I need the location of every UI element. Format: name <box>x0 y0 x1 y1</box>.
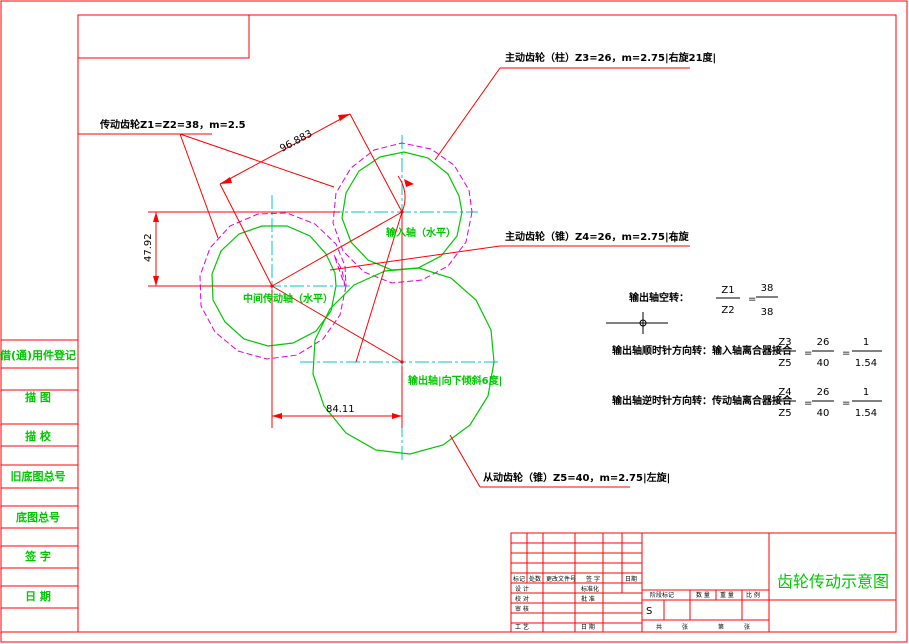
ratio-2-num2: 26 <box>817 337 830 348</box>
label-middle-shaft: 中间传动轴（水平） <box>243 292 333 305</box>
title-block: 标记 处数 更改文件号 签 字 日期 设 计 校 对 审 核 工 艺 标准化 批… <box>510 532 897 633</box>
ratio-3-den: Z5 <box>778 408 791 419</box>
ratio-3-den3: 1.54 <box>855 408 877 419</box>
side-label-1: 借(通)用件登记 <box>0 348 76 362</box>
tb-quantity: 数 量 <box>696 591 710 599</box>
side-label-2: 描 图 <box>25 390 51 404</box>
gear-input-z3 <box>341 151 463 271</box>
ratio-1-num2: 38 <box>761 283 774 294</box>
tb-row-label-sign: 签 字 <box>586 575 600 583</box>
tb-review: 审 核 <box>515 605 529 613</box>
annotation-gear-z4: 主动齿轮（锥）Z4=26，m=2.75|右旋 <box>505 230 690 243</box>
side-label-4: 旧底图总号 <box>11 469 66 483</box>
ratio-3-num3: 1 <box>863 387 869 398</box>
pitch-circle-middle <box>199 212 347 360</box>
ratio-idle-label: 输出轴空转： <box>629 291 689 304</box>
tb-approve: 批 准 <box>581 595 595 603</box>
ratio-1-den2: 38 <box>761 307 774 318</box>
ratio-1-den: Z2 <box>721 305 734 316</box>
tb-design: 设 计 <box>515 585 529 593</box>
symbol-marker <box>606 312 668 334</box>
tb-row-label-change: 更改文件号 <box>546 575 576 583</box>
side-label-7: 日 期 <box>25 589 51 603</box>
tb-sheet: 张 <box>682 623 688 631</box>
tb-scale: 比 例 <box>746 591 760 599</box>
dim-horizontal-offset: 84.11 <box>326 404 355 415</box>
label-input-shaft: 输入轴（水平） <box>386 226 456 239</box>
dim-center-distance: 96.883 <box>278 129 314 155</box>
ratio-2-num3: 1 <box>863 337 869 348</box>
ratio-2-num: Z3 <box>778 337 791 348</box>
tb-process: 工 艺 <box>515 623 529 631</box>
tb-date: 日 期 <box>581 623 595 631</box>
ratio-formulas: 输出轴空转： Z1 Z2 = 38 38 输出轴顺时针方向转：输入轴离合器接合 … <box>606 283 882 419</box>
tb-s-mark: S <box>646 606 652 617</box>
ratio-3-den2: 40 <box>817 408 830 419</box>
gear-output-z5 <box>312 267 495 455</box>
ratio-2-den: Z5 <box>778 358 791 369</box>
tb-standard: 标准化 <box>581 585 599 593</box>
tb-page: 第 <box>718 623 724 631</box>
label-output-shaft: 输出轴|向下倾斜6度| <box>408 374 502 387</box>
ratio-3-eq2: = <box>842 398 850 409</box>
leader-lines <box>78 67 690 488</box>
ratio-2-eq: = <box>804 348 812 359</box>
tb-stage-mark: 阶段标记 <box>650 591 674 599</box>
ratio-1-eq: = <box>748 294 756 305</box>
tb-row-label-mark: 标记 <box>513 575 525 583</box>
gear-middle-z1 <box>211 225 337 347</box>
ratio-ccw-label: 输出轴逆时针方向转：传动轴离合器接合 <box>612 394 793 407</box>
side-label-3: 描 校 <box>25 429 52 443</box>
annotation-gear-z3: 主动齿轮（柱）Z3=26，m=2.75|右旋21度| <box>505 51 716 64</box>
side-label-6: 签 字 <box>24 549 51 563</box>
annotation-gear-z1z2: 传动齿轮Z1=Z2=38，m=2.5 <box>99 118 246 131</box>
tb-page-sheet: 张 <box>744 623 750 631</box>
side-label-5: 底图总号 <box>16 510 60 524</box>
tb-row-label-date: 日期 <box>625 575 637 583</box>
tb-check: 校 对 <box>515 595 529 603</box>
tb-weight: 重 量 <box>720 591 734 599</box>
ratio-cw-label: 输出轴顺时针方向转：输入轴离合器接合 <box>612 344 793 357</box>
drawing-title: 齿轮传动示意图 <box>777 572 889 591</box>
side-table: 借(通)用件登记 描 图 描 校 旧底图总号 底图总号 签 字 日 期 <box>0 339 79 633</box>
ratio-2-den2: 40 <box>817 358 830 369</box>
tb-row-label-count: 处数 <box>529 575 541 583</box>
ratio-3-eq: = <box>804 398 812 409</box>
ratio-2-eq2: = <box>842 348 850 359</box>
shaft-centers <box>270 210 404 364</box>
tb-total: 共 <box>656 623 662 631</box>
ratio-1-num: Z1 <box>721 285 734 296</box>
ratio-3-num: Z4 <box>778 387 791 398</box>
ratio-2-den3: 1.54 <box>855 358 877 369</box>
dim-vertical-offset: 47.92 <box>143 233 154 262</box>
annotation-gear-z4-mark: | <box>673 232 677 243</box>
pitch-circle-output-top <box>333 254 346 287</box>
dimension-arrows <box>153 114 414 419</box>
annotation-gear-z5: 从动齿轮（锥）Z5=40，m=2.75|左旋| <box>483 471 670 484</box>
ratio-3-num2: 26 <box>817 387 830 398</box>
